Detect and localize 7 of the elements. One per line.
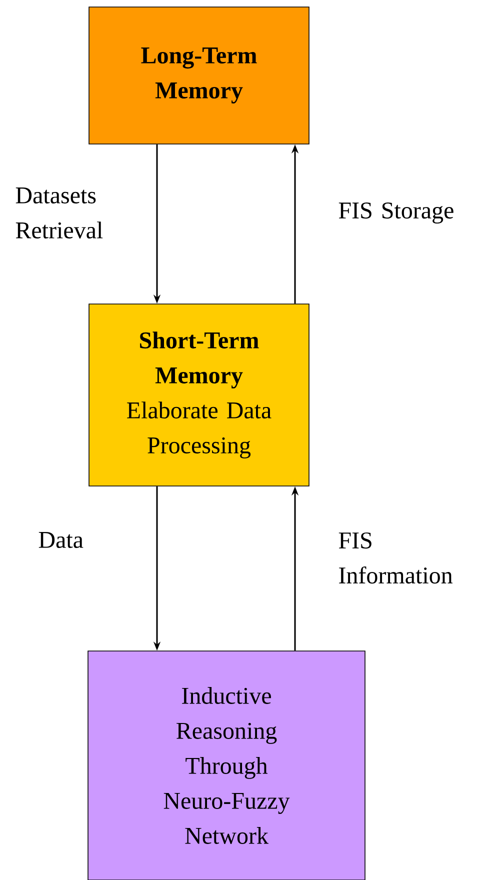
edge-label: Datasets Retrieval (16, 188, 103, 238)
process-box: Short-Term Memory Elaborate Data Processing (88, 304, 310, 486)
process-box: Long-Term Memory (88, 6, 310, 144)
edge-label: FIS Storage (338, 202, 454, 224)
process-box: Inductive Reasoning Through Neuro-Fuzzy Network (88, 650, 366, 880)
edge-label: Data (38, 532, 84, 548)
edge-label: FIS Information (338, 532, 452, 584)
